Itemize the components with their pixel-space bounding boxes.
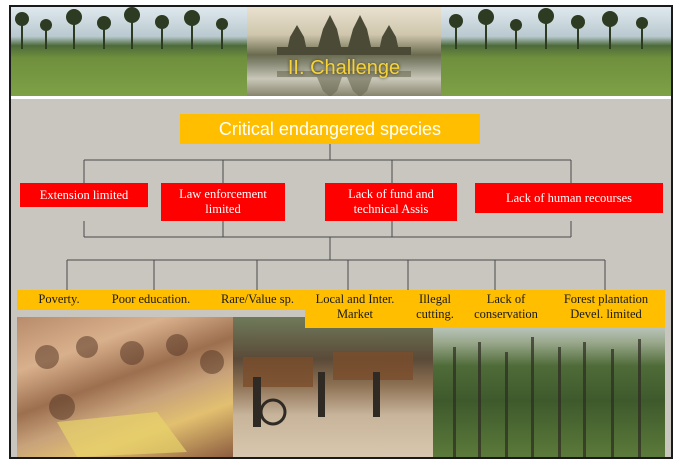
challenge-box-human-resources: Lack of human recourses [475,183,663,213]
cause-box-conservation: Lack of conservation [465,290,547,328]
cause-box-poverty: Poverty. [17,290,101,310]
cause-box-education: Poor education. [92,290,210,310]
temple-icon [277,15,411,97]
challenge-box-law-enforcement: Law enforcement limited [161,183,285,221]
slide-title: II. Challenge [287,57,401,79]
cause-box-market: Local and Inter. Market [305,290,405,328]
palm-trees-icon [15,7,228,49]
challenge-box-funding: Lack of fund and technical Assis [325,183,457,221]
wood-transport-photo [233,317,433,457]
slide: II. Challenge Critical end [9,5,673,459]
rice-field-photo-left [11,7,247,99]
challenge-box-extension: Extension limited [20,183,148,207]
temple-photo [247,7,441,99]
forest-plantation-photo [433,317,665,457]
root-node: Critical endangered species [180,114,480,144]
cause-box-plantation: Forest plantation Devel. limited [547,290,665,328]
tree-connectors [66,144,606,290]
community-meeting-photo [17,317,233,457]
header-banner: II. Challenge [11,7,671,99]
palm-trees-icon [449,8,648,49]
rice-field-photo-right [441,7,671,99]
cause-box-rare-species: Rare/Value sp. [210,290,305,310]
banner-divider [11,96,671,99]
cause-box-illegal-cutting: Illegal cutting. [405,290,465,328]
